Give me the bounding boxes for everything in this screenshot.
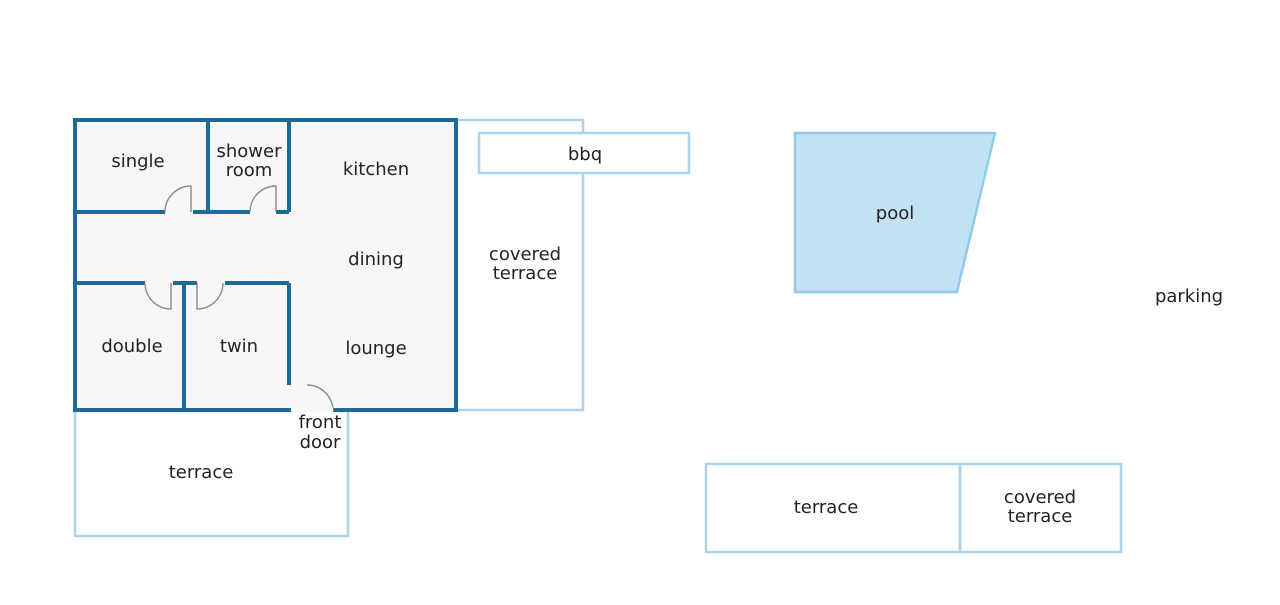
label-covered-terrace-2: terrace xyxy=(493,263,558,284)
room-label-kitchen: kitchen xyxy=(343,159,409,180)
room-label-lounge: lounge xyxy=(345,338,406,359)
interior-walls xyxy=(75,120,291,410)
house-interior xyxy=(75,120,456,410)
door-single xyxy=(164,185,192,213)
house-outer-wall xyxy=(73,118,458,412)
room-label-single: single xyxy=(111,151,164,172)
label-terrace-front: terrace xyxy=(169,462,234,483)
door-double xyxy=(144,282,172,310)
room-label-double: double xyxy=(101,336,162,357)
room-label-dining: dining xyxy=(348,249,404,270)
door-twin xyxy=(196,282,224,310)
doors xyxy=(144,185,334,412)
label-covered-terrace-right-1: covered xyxy=(1004,487,1076,508)
label-covered-terrace-right-2: terrace xyxy=(1008,506,1073,527)
label-terrace-right: terrace xyxy=(794,497,859,518)
label-front-door-1: front xyxy=(299,412,342,433)
door-shower xyxy=(249,185,277,213)
room-label-twin: twin xyxy=(220,336,258,357)
label-front-door-2: door xyxy=(300,432,341,453)
room-label-shower-1: shower xyxy=(217,141,283,162)
label-pool: pool xyxy=(876,203,914,224)
room-label-shower-2: room xyxy=(226,160,273,181)
pool-shape xyxy=(793,131,997,294)
label-covered-terrace-1: covered xyxy=(489,244,561,265)
label-bbq: bbq xyxy=(568,144,602,165)
label-parking: parking xyxy=(1155,286,1223,307)
bbq-area xyxy=(477,131,691,175)
right-covered-terrace-area xyxy=(958,462,1123,554)
